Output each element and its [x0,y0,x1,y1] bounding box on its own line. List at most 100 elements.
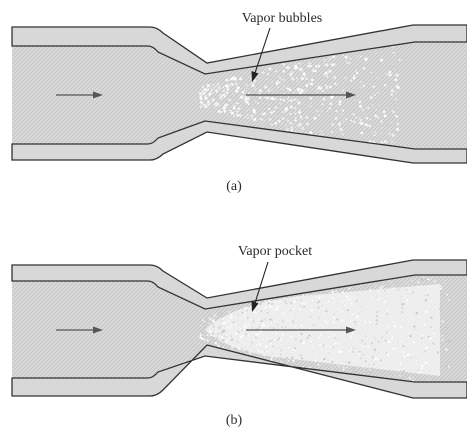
vapor-bubble [360,81,361,82]
vapor-bubble [315,65,317,67]
vapor-speckle [335,290,337,292]
vapor-bubble [339,103,341,105]
vapor-bubble [253,111,256,114]
vapor-bubble [374,134,376,136]
vapor-bubble [396,128,399,131]
vapor-speckle [446,406,449,409]
vapor-bubble [353,113,355,115]
vapor-bubble [352,74,353,75]
vapor-bubble [211,88,212,89]
vapor-bubble [298,111,301,114]
vapor-speckle [400,326,402,328]
vapor-bubble [252,84,255,87]
vapor-speckle [416,378,417,379]
vapor-bubble [396,85,399,88]
vapor-speckle [264,350,265,351]
vapor-speckle [208,320,210,322]
vapor-speckle [249,353,251,355]
vapor-bubble [346,62,347,63]
vapor-bubble [356,70,357,71]
vapor-bubble [374,115,377,118]
vapor-speckle [368,348,369,349]
vapor-bubble [376,52,377,53]
vapor-bubble [236,111,238,113]
vapor-speckle [402,351,404,353]
vapor-speckle [255,337,257,339]
vapor-speckle [294,349,296,351]
vapor-speckle [400,301,401,302]
vapor-speckle [434,251,435,252]
vapor-speckle [361,306,362,307]
vapor-speckle [257,333,259,335]
vapor-bubble [381,141,383,143]
vapor-speckle [309,328,310,329]
vapor-speckle [231,346,234,349]
vapor-speckle [302,294,304,296]
vapor-bubble [274,106,277,109]
vapor-speckle [245,317,247,319]
vapor-speckle [328,336,330,338]
vapor-speckle [313,346,314,347]
vapor-bubble [334,117,337,120]
vapor-speckle [320,305,321,306]
vapor-speckle [400,363,402,365]
vapor-speckle [287,347,289,349]
vapor-bubble [325,86,328,89]
vapor-speckle [421,371,422,372]
vapor-speckle [267,325,269,327]
vapor-speckle [212,333,214,335]
vapor-bubble [201,92,204,95]
vapor-speckle [315,296,316,297]
vapor-speckle [280,354,281,355]
vapor-bubble [374,86,375,87]
vapor-speckle [296,361,299,364]
vapor-bubble [357,57,358,58]
vapor-bubble [249,108,250,109]
vapor-speckle [353,353,354,354]
vapor-speckle [321,349,322,350]
vapor-speckle [326,322,328,324]
vapor-bubble [203,93,204,94]
vapor-bubble [314,117,317,120]
vapor-bubble [360,56,362,58]
vapor-bubble [212,100,214,102]
vapor-bubble [284,109,287,112]
vapor-speckle [446,415,448,417]
vapor-speckle [238,342,239,343]
vapor-bubble [263,119,264,120]
vapor-speckle [446,365,448,367]
vapor-bubble [216,105,218,107]
vapor-speckle [376,311,378,313]
vapor-bubble [350,80,352,82]
vapor-bubble [396,92,397,93]
vapor-speckle [407,299,409,301]
vapor-bubble [252,107,253,108]
vapor-speckle [241,342,243,344]
vapor-bubble [291,126,293,128]
vapor-speckle [420,371,421,372]
vapor-speckle [445,244,447,246]
vapor-speckle [359,350,361,352]
vapor-speckle [333,317,335,319]
vapor-bubble [318,86,321,89]
vapor-speckle [241,312,242,313]
vapor-speckle [401,311,403,313]
vapor-speckle [222,320,223,321]
vapor-bubble [288,97,289,98]
vapor-bubble [282,117,285,120]
vapor-speckle [409,335,411,337]
vapor-speckle [312,342,313,343]
vapor-speckle [371,342,373,344]
vapor-speckle [284,358,286,360]
vapor-speckle [210,334,212,336]
vapor-speckle [318,337,320,339]
vapor-speckle [257,350,258,351]
vapor-speckle [429,350,431,352]
vapor-speckle [267,339,268,340]
vapor-speckle [333,300,335,302]
vapor-speckle [448,366,450,368]
vapor-speckle [364,321,366,323]
vapor-bubble [212,92,214,94]
vapor-speckle [342,363,343,364]
vapor-speckle [223,326,224,327]
